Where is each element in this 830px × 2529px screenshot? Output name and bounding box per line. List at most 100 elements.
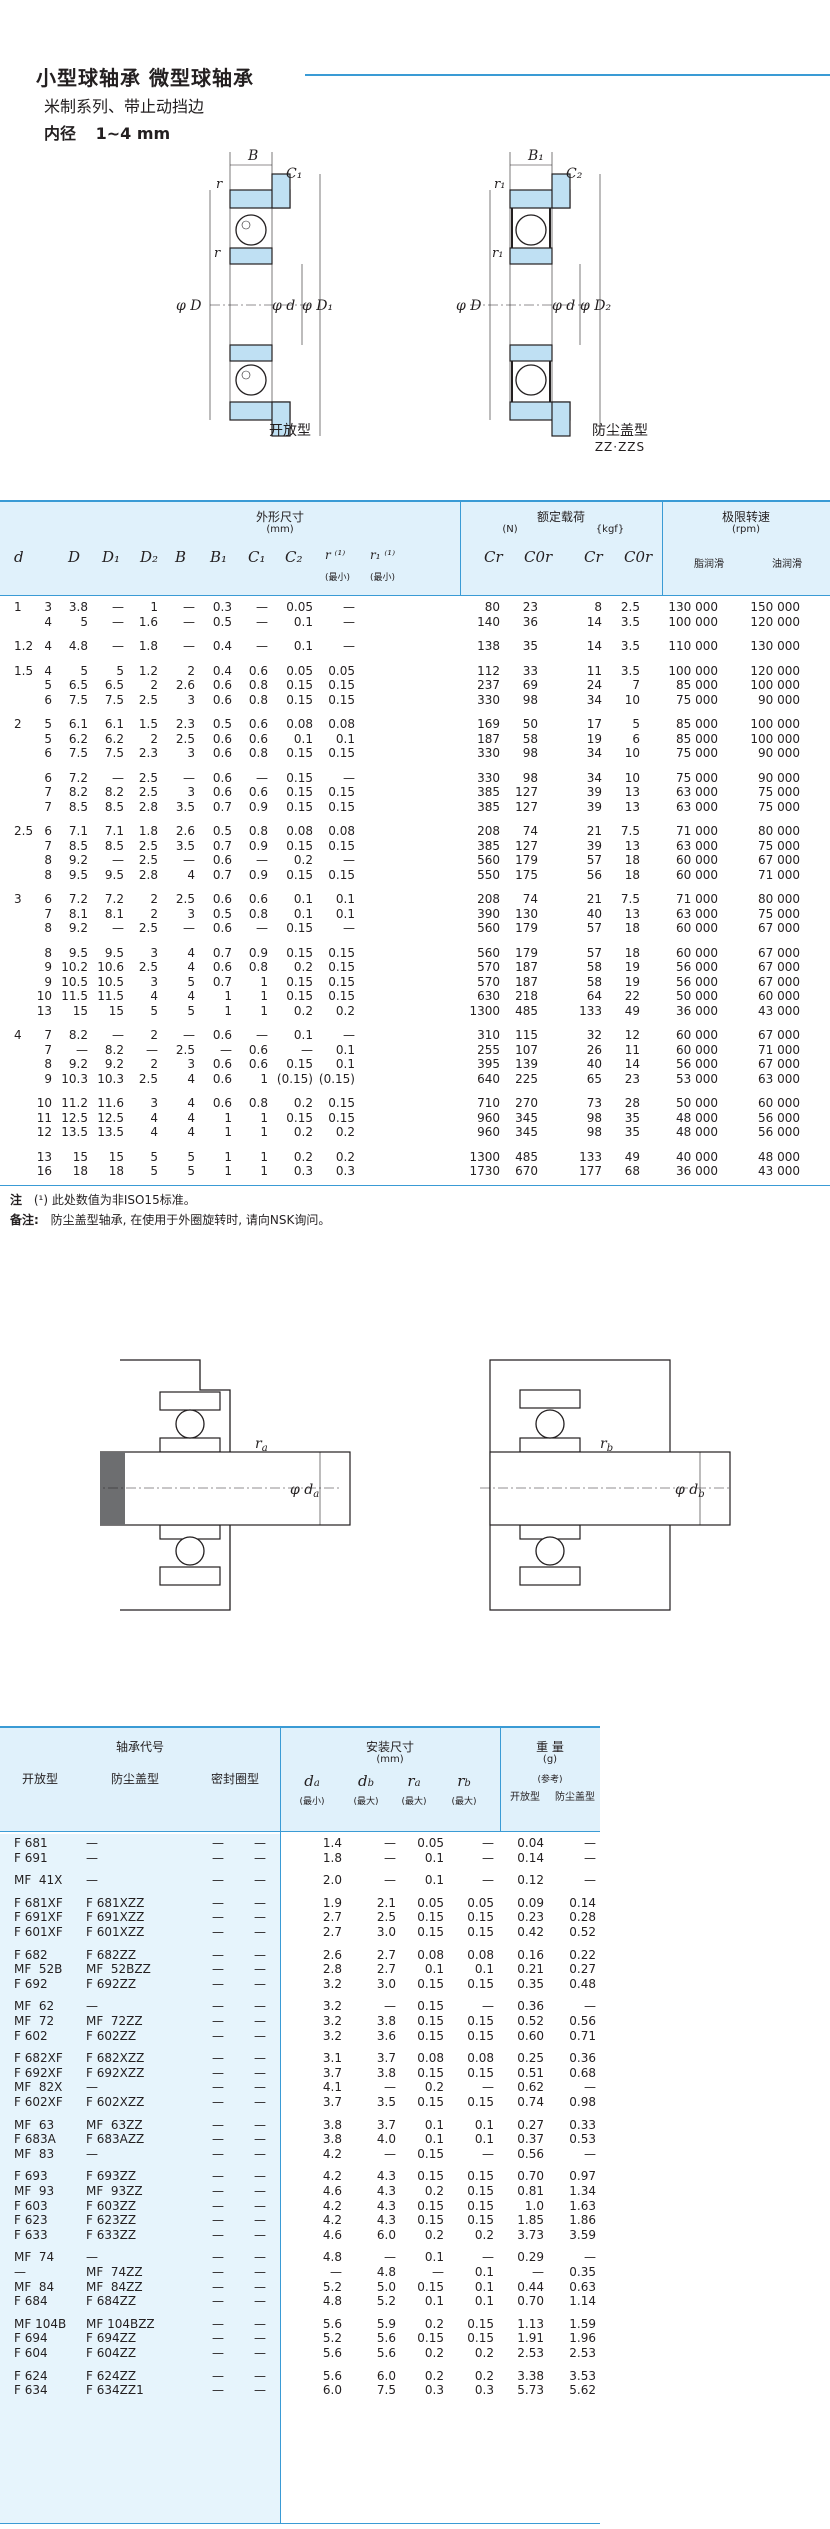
table-cell: 6.5	[104, 678, 124, 692]
table-row: —MF 74ZZ———4.8—0.1—0.35	[0, 2265, 600, 2280]
table-cell: 330	[477, 746, 500, 760]
table-cell: 0.2	[293, 1149, 313, 1164]
table-cell: 0.9	[248, 799, 268, 814]
table-cell: 6.0	[376, 2227, 396, 2242]
table-cell: 5.0	[376, 2279, 396, 2294]
sym-r1-inner: r₁	[492, 246, 503, 261]
table-cell: 5	[632, 717, 640, 731]
table-cell: 4.3	[376, 2169, 396, 2184]
table-cell: 49	[624, 1003, 640, 1018]
bearing-code: —	[254, 1962, 266, 1977]
table-cell: 1.2	[138, 663, 158, 678]
table-cell: 960	[477, 1110, 500, 1125]
bearing-code: —	[212, 1873, 224, 1888]
table-cell: 98	[522, 770, 538, 785]
table-cell: —	[112, 614, 124, 629]
bearing-code: F 623	[14, 2213, 48, 2228]
bearing-code: —	[254, 2065, 266, 2080]
table-cell: 0.2	[424, 2227, 444, 2242]
table-cell: 0.6	[248, 663, 268, 678]
table-cell: 179	[515, 945, 538, 960]
table-cell: 5	[150, 1003, 158, 1018]
table-cell: 71 000	[758, 867, 800, 882]
table-cell: 0.2	[293, 960, 313, 974]
bearing-code: —	[254, 1850, 266, 1865]
table-cell: 0.3	[424, 2383, 444, 2398]
table-cell: 1.8	[138, 639, 158, 653]
table-cell: 6.0	[376, 2368, 396, 2383]
table-cell: 0.52	[569, 1925, 596, 1939]
table-cell: 0.15	[328, 838, 355, 853]
table-cell: 71 000	[676, 892, 718, 906]
table-cell: 0.2	[424, 2184, 444, 2198]
table-cell: 0.2	[424, 2346, 444, 2360]
table-cell: 169	[477, 717, 500, 731]
mount-unit: (mm)	[376, 1754, 404, 1765]
table-cell: 0.09	[517, 1895, 544, 1910]
table-cell: 0.2	[474, 2368, 494, 2383]
table-cell: 385	[477, 799, 500, 814]
table-cell: 0.6	[212, 770, 232, 785]
table-cell: 0.08	[467, 2051, 494, 2066]
table-cell: 0.8	[248, 692, 268, 707]
table-cell: 0.15	[286, 867, 313, 882]
table-cell: 127	[515, 838, 538, 853]
table-cell: 9	[44, 1071, 52, 1086]
bearing-code: —	[254, 1947, 266, 1962]
table-cell: 0.21	[517, 1962, 544, 1977]
table-cell: 0.15	[328, 746, 355, 760]
table-cell: 3.8	[322, 2132, 342, 2147]
bearing-code: —	[212, 2184, 224, 2198]
table-cell: 0.1	[424, 1850, 444, 1865]
table-cell: —	[256, 770, 268, 785]
bearing-code: —	[254, 1976, 266, 1991]
table-cell: 640	[477, 1071, 500, 1086]
table-cell: 345	[515, 1125, 538, 1139]
col-header: Cr	[584, 548, 603, 566]
table-cell: 7	[44, 1028, 52, 1042]
table-cell: 65	[586, 1071, 602, 1086]
table-cell: 4.6	[322, 2227, 342, 2242]
table-cell: 3.0	[376, 1925, 396, 1939]
bearing-code: —	[212, 2346, 224, 2360]
table-cell: 13	[36, 1003, 52, 1018]
table-cell: 0.9	[248, 838, 268, 853]
table-cell: 0.1	[335, 906, 355, 921]
table-cell: 218	[515, 989, 538, 1003]
table-cell: 0.15	[417, 2331, 444, 2346]
table-cell: 1.59	[569, 2316, 596, 2331]
table-cell: 0.1	[293, 906, 313, 921]
table-cell: 5	[44, 678, 52, 692]
table-cell: 69	[522, 678, 538, 692]
table-cell: 11.6	[97, 1096, 124, 1110]
title-rule	[305, 74, 830, 76]
table-cell: 0.1	[424, 1962, 444, 1977]
table-cell: 0.7	[212, 974, 232, 989]
table-cell: 0.15	[286, 1110, 313, 1125]
table-cell: 0.15	[328, 785, 355, 799]
table-cell: 9.5	[104, 867, 124, 882]
bearing-code: —	[254, 2316, 266, 2331]
table-cell: 4.2	[322, 2146, 342, 2161]
table-cell: 0.15	[467, 2014, 494, 2028]
table-cell: 15	[72, 1149, 88, 1164]
table-cell: 570	[477, 960, 500, 974]
table-cell: 4.2	[322, 2213, 342, 2228]
table-cell: 0.1	[293, 614, 313, 629]
table-cell: 4.3	[376, 2198, 396, 2213]
table-cell: 0.4	[212, 663, 232, 678]
table-cell: 0.1	[424, 2294, 444, 2309]
table-cell: —	[482, 1836, 494, 1850]
table-cell: 5.2	[376, 2294, 396, 2309]
header-divider	[460, 502, 461, 596]
table-cell: 0.05	[467, 1895, 494, 1910]
table-cell: 22	[624, 989, 640, 1003]
table-cell: 330	[477, 692, 500, 707]
weight-ref: (参考)	[537, 1775, 563, 1785]
